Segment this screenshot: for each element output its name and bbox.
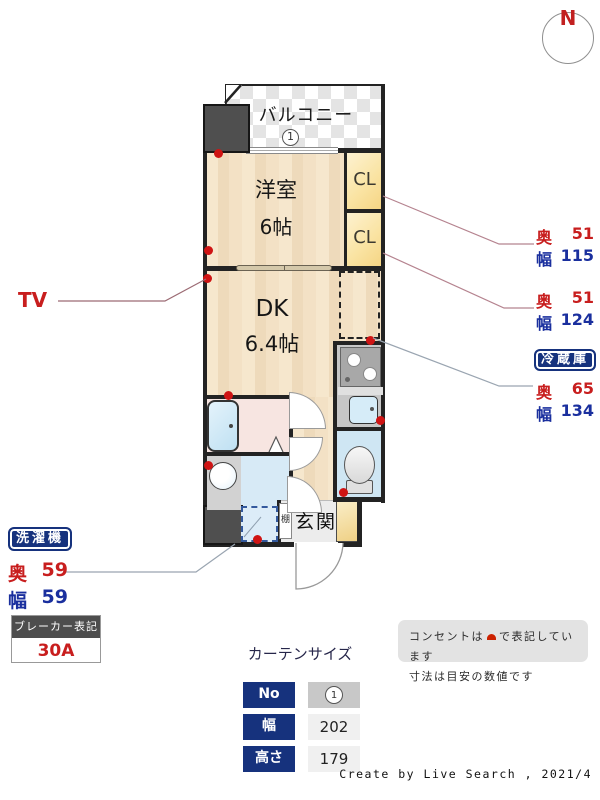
outlet-marker	[253, 535, 262, 544]
western-room-name: 洋室	[255, 178, 297, 203]
closet2-label: CL	[353, 227, 376, 249]
wall-bath-top	[203, 395, 296, 399]
breaker-box: ブレーカー表記 30A	[11, 615, 101, 663]
dk-floor-upper	[205, 270, 383, 343]
wall-left	[203, 104, 207, 547]
fridge-callout-line	[372, 337, 533, 387]
depth-value: 65	[571, 379, 594, 398]
wall-kitchen-left	[333, 343, 337, 500]
fridge-depth: 奥 65	[536, 379, 594, 403]
kitchen-counter	[338, 387, 383, 395]
dk-name: DK	[255, 296, 289, 323]
depth-value: 51	[571, 288, 594, 307]
width-value: 124	[560, 310, 594, 329]
outlet-marker	[224, 391, 233, 400]
outlet-marker	[366, 336, 375, 345]
width-label: 幅	[536, 405, 553, 424]
compass-north-label: N	[559, 6, 577, 30]
fridge-badge: 冷蔵庫	[534, 349, 596, 371]
entrance-door-arc	[295, 542, 344, 590]
curtain-row-height-label: 高さ	[243, 746, 295, 772]
outlet-marker	[214, 149, 223, 158]
outlet-marker	[376, 416, 385, 425]
width-value: 134	[560, 401, 594, 420]
closet2-width: 幅 124	[536, 310, 594, 334]
balcony-label: バルコニー	[258, 105, 354, 127]
fridge-width: 幅 134	[536, 401, 594, 425]
outlet-symbol-icon	[487, 634, 496, 640]
shelf-label: 棚	[280, 515, 290, 526]
note-line2: 寸法は目安の数値です	[409, 669, 534, 683]
width-label: 幅	[536, 250, 553, 269]
washer-badge: 洗濯機	[8, 527, 72, 551]
balcony-floor	[225, 84, 385, 152]
curtain-row-no-label: No	[243, 682, 295, 708]
fridge-space	[339, 271, 380, 339]
outlet-marker	[204, 246, 213, 255]
closet1-label: CL	[353, 169, 376, 191]
tv-callout-line	[58, 278, 207, 302]
wall-kitchen-top	[333, 341, 385, 345]
wall-toilet-top	[333, 427, 385, 431]
curtain-row-height-value: 179	[308, 746, 360, 772]
note-line1: コンセントはで表記しています	[409, 630, 574, 663]
closet2-depth: 奥 51	[536, 288, 594, 312]
washer-width: 幅 59	[8, 586, 68, 613]
bathtub	[207, 400, 239, 452]
width-label: 幅	[8, 590, 28, 612]
credit-line: Create by Live Search , 2021/4	[339, 767, 592, 781]
breaker-title: ブレーカー表記	[12, 616, 100, 638]
stove	[340, 347, 381, 387]
wall-right	[381, 84, 385, 503]
notes-box: コンセントはで表記しています 寸法は目安の数値です	[398, 620, 588, 683]
closet1-area	[346, 153, 383, 209]
outlet-marker	[203, 274, 212, 283]
western-room-size: 6帖	[259, 215, 293, 239]
sliding-door-panels	[236, 265, 332, 271]
washer-depth: 奥 59	[8, 559, 68, 586]
curtain-row-width-value: 202	[308, 714, 360, 740]
wall-toilet-bottom	[333, 497, 385, 502]
depth-label: 奥	[536, 383, 553, 402]
closet2-callout-line	[382, 252, 534, 309]
wall-bottom	[203, 542, 362, 547]
tv-label: TV	[18, 288, 48, 312]
dk-size: 6.4帖	[244, 332, 300, 357]
washer-callout-line	[64, 543, 236, 573]
curtain-title: カーテンサイズ	[247, 644, 353, 663]
depth-label: 奥	[536, 228, 553, 247]
closet2-area	[346, 212, 383, 266]
width-value: 59	[41, 586, 68, 608]
width-label: 幅	[536, 314, 553, 333]
toilet-bowl	[344, 446, 375, 484]
outlet-marker	[204, 461, 213, 470]
pillar-top-left	[203, 104, 250, 153]
washbasin-round	[209, 462, 237, 490]
entrance-label: 玄関	[294, 510, 337, 533]
depth-label: 奥	[536, 292, 553, 311]
depth-value: 59	[41, 559, 68, 581]
depth-value: 51	[571, 224, 594, 243]
balcony-window-number: 1	[282, 129, 299, 146]
wall-closet-divider	[344, 209, 383, 213]
curtain-row-no-value: 1	[308, 682, 360, 708]
breaker-value: 30A	[37, 640, 75, 661]
balcony-window	[246, 147, 338, 154]
closet1-callout-line	[382, 195, 534, 245]
outlet-marker	[339, 488, 348, 497]
pillar-bottom-left	[203, 505, 243, 545]
dk-floor-lower	[205, 343, 336, 397]
kitchen-sink	[349, 396, 378, 424]
depth-label: 奥	[8, 563, 28, 585]
western-room-floor	[205, 151, 344, 270]
wall-bath-washroom	[203, 452, 293, 456]
closet1-depth: 奥 51	[536, 224, 594, 248]
entrance-door-opening	[294, 542, 338, 547]
wall-entrance-right	[357, 500, 362, 547]
width-value: 115	[560, 246, 594, 265]
curtain-row-width-label: 幅	[243, 714, 295, 740]
closet1-width: 幅 115	[536, 246, 594, 270]
compass	[542, 12, 594, 64]
